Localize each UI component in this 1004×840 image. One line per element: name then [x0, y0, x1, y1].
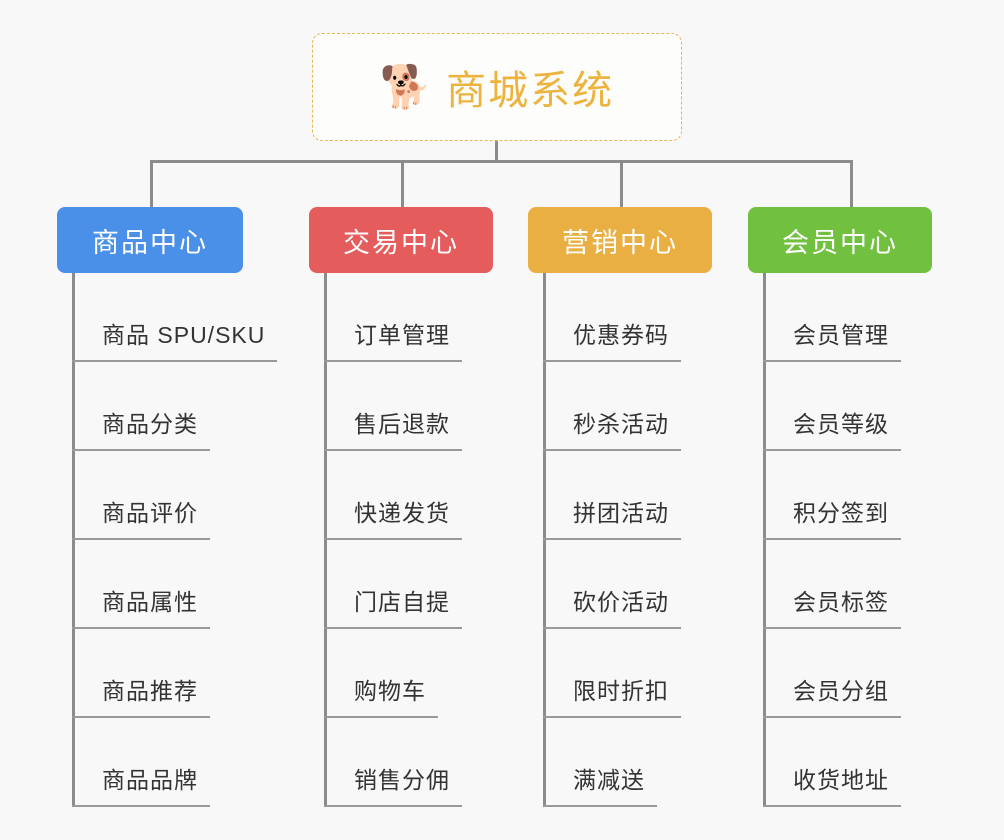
list-item-label: 会员分组	[763, 672, 901, 718]
list-item-label: 限时折扣	[543, 672, 681, 718]
drop-connector-trade	[401, 160, 404, 207]
list-item-label: 商品 SPU/SKU	[72, 316, 278, 362]
list-item-label: 积分签到	[763, 494, 901, 540]
list-item[interactable]: 满减送	[543, 718, 681, 807]
column-spine	[72, 273, 75, 807]
list-item-label: 商品评价	[72, 494, 210, 540]
list-item[interactable]: 售后退款	[324, 362, 462, 451]
list-item-label: 售后退款	[324, 405, 462, 451]
list-item-label: 会员等级	[763, 405, 901, 451]
list-item-label: 商品属性	[72, 583, 210, 629]
list-item-label: 快递发货	[324, 494, 462, 540]
list-item[interactable]: 快递发货	[324, 451, 462, 540]
leaf-list: 商品 SPU/SKU 商品分类 商品评价 商品属性 商品推荐 商品品牌	[72, 273, 278, 807]
list-item[interactable]: 会员标签	[763, 540, 901, 629]
list-item[interactable]: 商品分类	[72, 362, 277, 451]
root-node[interactable]: 🐕 商城系统	[312, 33, 682, 141]
leaf-list: 订单管理 售后退款 快递发货 门店自提 购物车 销售分佣	[324, 273, 462, 807]
list-item[interactable]: 商品属性	[72, 540, 277, 629]
list-item[interactable]: 订单管理	[324, 273, 462, 362]
list-item[interactable]: 秒杀活动	[543, 362, 681, 451]
list-item-label: 销售分佣	[324, 761, 462, 807]
category-header-member-center[interactable]: 会员中心	[748, 207, 932, 273]
shiba-dog-icon: 🐕	[379, 63, 433, 110]
drop-connector-marketing	[620, 160, 623, 207]
list-item-label: 拼团活动	[543, 494, 681, 540]
list-item[interactable]: 收货地址	[763, 718, 901, 807]
column-spine	[763, 273, 766, 807]
list-item[interactable]: 会员分组	[763, 629, 901, 718]
category-label: 交易中心	[343, 227, 459, 258]
category-header-trade-center[interactable]: 交易中心	[309, 207, 493, 273]
drop-connector-product	[150, 160, 153, 207]
category-label: 会员中心	[782, 227, 898, 258]
list-item-label: 秒杀活动	[543, 405, 681, 451]
list-item-label: 订单管理	[324, 316, 462, 362]
list-item-label: 购物车	[324, 672, 438, 718]
leaf-list: 优惠券码 秒杀活动 拼团活动 砍价活动 限时折扣 满减送	[543, 273, 681, 807]
root-stem-connector	[495, 141, 498, 163]
list-item[interactable]: 优惠券码	[543, 273, 681, 362]
list-item-label: 会员管理	[763, 316, 901, 362]
list-item-label: 商品推荐	[72, 672, 210, 718]
list-item[interactable]: 商品评价	[72, 451, 277, 540]
drop-connector-member	[850, 160, 853, 207]
list-item[interactable]: 商品品牌	[72, 718, 277, 807]
category-label: 营销中心	[562, 227, 678, 258]
list-item[interactable]: 会员管理	[763, 273, 901, 362]
list-item[interactable]: 限时折扣	[543, 629, 681, 718]
category-header-product-center[interactable]: 商品中心	[57, 207, 243, 273]
category-label: 商品中心	[92, 227, 208, 258]
list-item-label: 砍价活动	[543, 583, 681, 629]
list-item-label: 商品品牌	[72, 761, 210, 807]
list-item-label: 收货地址	[763, 761, 901, 807]
list-item-label: 商品分类	[72, 405, 210, 451]
list-item[interactable]: 购物车	[324, 629, 462, 718]
list-item[interactable]: 销售分佣	[324, 718, 462, 807]
list-item-label: 门店自提	[324, 583, 462, 629]
root-node-label: 商城系统	[446, 69, 615, 113]
list-item[interactable]: 会员等级	[763, 362, 901, 451]
column-spine	[543, 273, 546, 807]
list-item[interactable]: 拼团活动	[543, 451, 681, 540]
list-item-label: 会员标签	[763, 583, 901, 629]
list-item[interactable]: 商品 SPU/SKU	[72, 273, 278, 362]
list-item-label: 满减送	[543, 761, 657, 807]
list-item[interactable]: 积分签到	[763, 451, 901, 540]
list-item[interactable]: 门店自提	[324, 540, 462, 629]
column-spine	[324, 273, 327, 807]
leaf-list: 会员管理 会员等级 积分签到 会员标签 会员分组 收货地址	[763, 273, 901, 807]
horizontal-bus-connector	[150, 160, 853, 163]
list-item[interactable]: 商品推荐	[72, 629, 277, 718]
category-header-marketing-center[interactable]: 营销中心	[528, 207, 712, 273]
list-item[interactable]: 砍价活动	[543, 540, 681, 629]
list-item-label: 优惠券码	[543, 316, 681, 362]
